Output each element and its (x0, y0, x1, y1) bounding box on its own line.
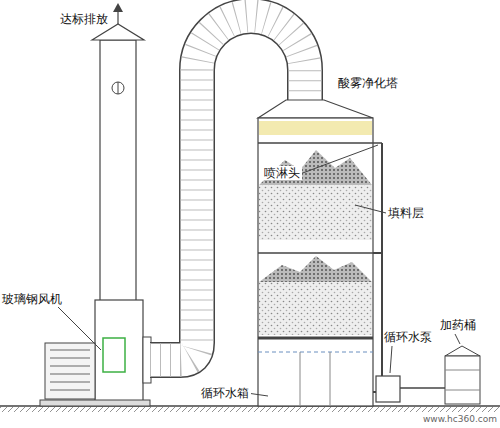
frp-fan (50, 382, 90, 383)
part-label: 填料层 (388, 206, 424, 220)
scrubber-tower (259, 256, 372, 282)
exhaust-stack (92, 3, 144, 302)
leader-line (355, 205, 386, 213)
exhaust-stack (112, 82, 124, 94)
circulation-pump (376, 376, 445, 402)
dosing-tank (445, 346, 480, 404)
scrubber-tower (258, 118, 373, 406)
part-label: 加药桶 (440, 318, 476, 332)
dosing-tank (445, 390, 480, 391)
frp-fan (45, 343, 95, 399)
part-label: 酸雾净化塔 (338, 76, 398, 90)
part-label: 喷淋头 (262, 166, 302, 180)
scrubber-tower (259, 282, 372, 335)
leader-line (58, 145, 460, 396)
scrubber-tower (258, 252, 382, 254)
frp-fan (95, 300, 143, 403)
frp-fan (50, 358, 90, 359)
frp-fan (50, 390, 90, 391)
circulation-pump (376, 376, 400, 402)
scrubber-tower (258, 337, 373, 340)
dosing-tank (445, 370, 480, 371)
frp-fan (40, 400, 150, 406)
scrubber-tower (259, 185, 372, 240)
scrubber-tower (258, 100, 382, 406)
leader-line (300, 145, 378, 174)
frp-fan (50, 366, 90, 367)
ground-line (0, 407, 500, 412)
scrubber-tower (258, 142, 382, 144)
leader-line (390, 346, 392, 373)
frp-fan (40, 300, 151, 406)
circulation-pipe (378, 143, 382, 387)
exhaust-stack (100, 40, 136, 302)
scrubber-tower (258, 100, 373, 118)
exhaust-stack (113, 3, 123, 12)
exhaust-stack (92, 24, 144, 40)
frp-fan (143, 337, 151, 383)
circulation-pump (400, 387, 445, 389)
dosing-tank (445, 346, 480, 356)
dosing-tank (445, 356, 480, 404)
scrubber-tower (259, 121, 372, 135)
frp-fan (50, 350, 90, 351)
leader-line (58, 307, 101, 350)
circulation-pipe (373, 143, 382, 392)
part-label: 达标排放 (60, 12, 108, 26)
circulation-pipe (373, 252, 382, 254)
frp-fan (50, 374, 90, 375)
ground-line (0, 406, 500, 412)
part-label: 循环水箱 (199, 386, 251, 400)
watermark-text: www.hc360.com (423, 414, 497, 425)
part-label: 循环水泵 (384, 330, 432, 344)
scrubber-tower (259, 150, 372, 185)
scrubber-tower (258, 352, 373, 353)
leader-line (455, 334, 460, 344)
scrubber-tower (300, 352, 301, 405)
scrubber-tower (330, 352, 331, 405)
part-label: 玻璃钢风机 (2, 292, 62, 306)
frp-fan (103, 338, 125, 372)
exhaust-stack (118, 82, 119, 94)
